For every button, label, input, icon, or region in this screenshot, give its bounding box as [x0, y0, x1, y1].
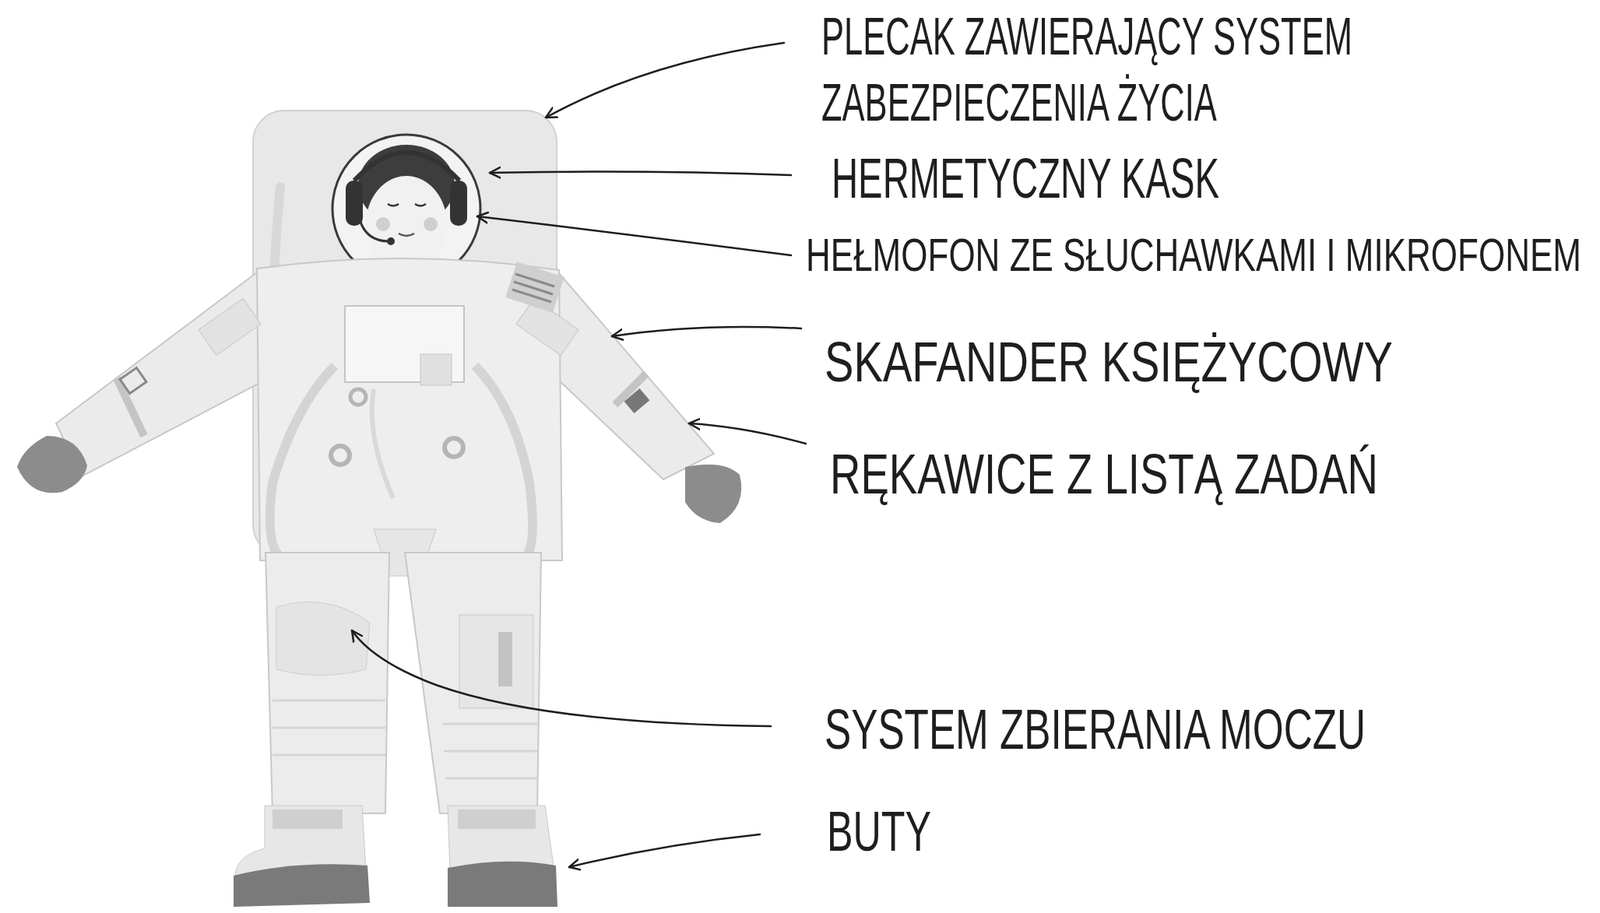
boots-part [233, 864, 370, 908]
legs [265, 552, 542, 814]
part-label: HEŁMOFON ZE SŁUCHAWKAMI I MIKROFONEM [805, 227, 1582, 284]
boots [233, 805, 558, 908]
leader-arrows-part [477, 216, 792, 256]
part-label: HERMETYCZNY KASK [831, 144, 1220, 212]
suit-body-part [505, 261, 565, 313]
helmet-part [450, 180, 468, 226]
suit-body [56, 258, 714, 577]
legs-part [498, 632, 513, 687]
suit-body-part [444, 438, 464, 458]
part-label: BUTY [826, 798, 932, 866]
leader-arrows [351, 42, 806, 868]
suit-body-part [420, 354, 452, 386]
legs-part [404, 552, 542, 814]
gloves-part [17, 436, 88, 493]
suit-body-part [119, 368, 147, 394]
helmet-part [387, 203, 399, 207]
helmet-part [423, 217, 438, 232]
part-label: RĘKAWICE Z LISTĄ ZADAŃ [829, 440, 1379, 508]
leader-arrows-part [351, 630, 771, 727]
suit-body-part [512, 274, 555, 303]
leader-arrows-part [689, 423, 806, 444]
gloves [17, 436, 742, 524]
part-label: SKAFANDER KSIĘŻYCOWY [824, 328, 1393, 396]
leader-arrows-part [569, 834, 760, 868]
suit-body-part [256, 258, 563, 561]
boots-part [447, 861, 558, 908]
boots-part [272, 809, 343, 830]
leader-arrows-part [545, 42, 785, 118]
helmet-part [414, 203, 426, 207]
suit-body-part [555, 273, 714, 480]
suit-body-part [372, 389, 394, 499]
suit-body-part [56, 270, 271, 477]
helmet-part [386, 237, 395, 246]
part-label: SYSTEM ZBIERANIA MOCZU [824, 696, 1366, 764]
boots-part [457, 809, 536, 830]
helmet-part [354, 152, 460, 181]
legs-part [272, 700, 538, 779]
suit-body-part [198, 298, 261, 356]
legs-part [459, 615, 534, 709]
legs-part [276, 601, 370, 676]
suit-body-part [624, 388, 651, 414]
suit-body-part [474, 365, 533, 557]
gloves-part [685, 464, 742, 524]
helmet-part [376, 217, 391, 232]
suit-body-part [350, 389, 366, 405]
helmet-part [345, 180, 363, 226]
legs-part [265, 552, 390, 814]
part-label: PLECAK ZAWIERAJĄCY SYSTEM ZABEZPIECZENIA… [821, 3, 1470, 136]
leader-arrows-part [489, 172, 792, 176]
helmet-part [398, 233, 415, 236]
suit-body-part [270, 365, 335, 557]
leader-arrows-part [611, 327, 802, 337]
suit-body-part [330, 446, 350, 465]
helmet-part [359, 219, 390, 242]
